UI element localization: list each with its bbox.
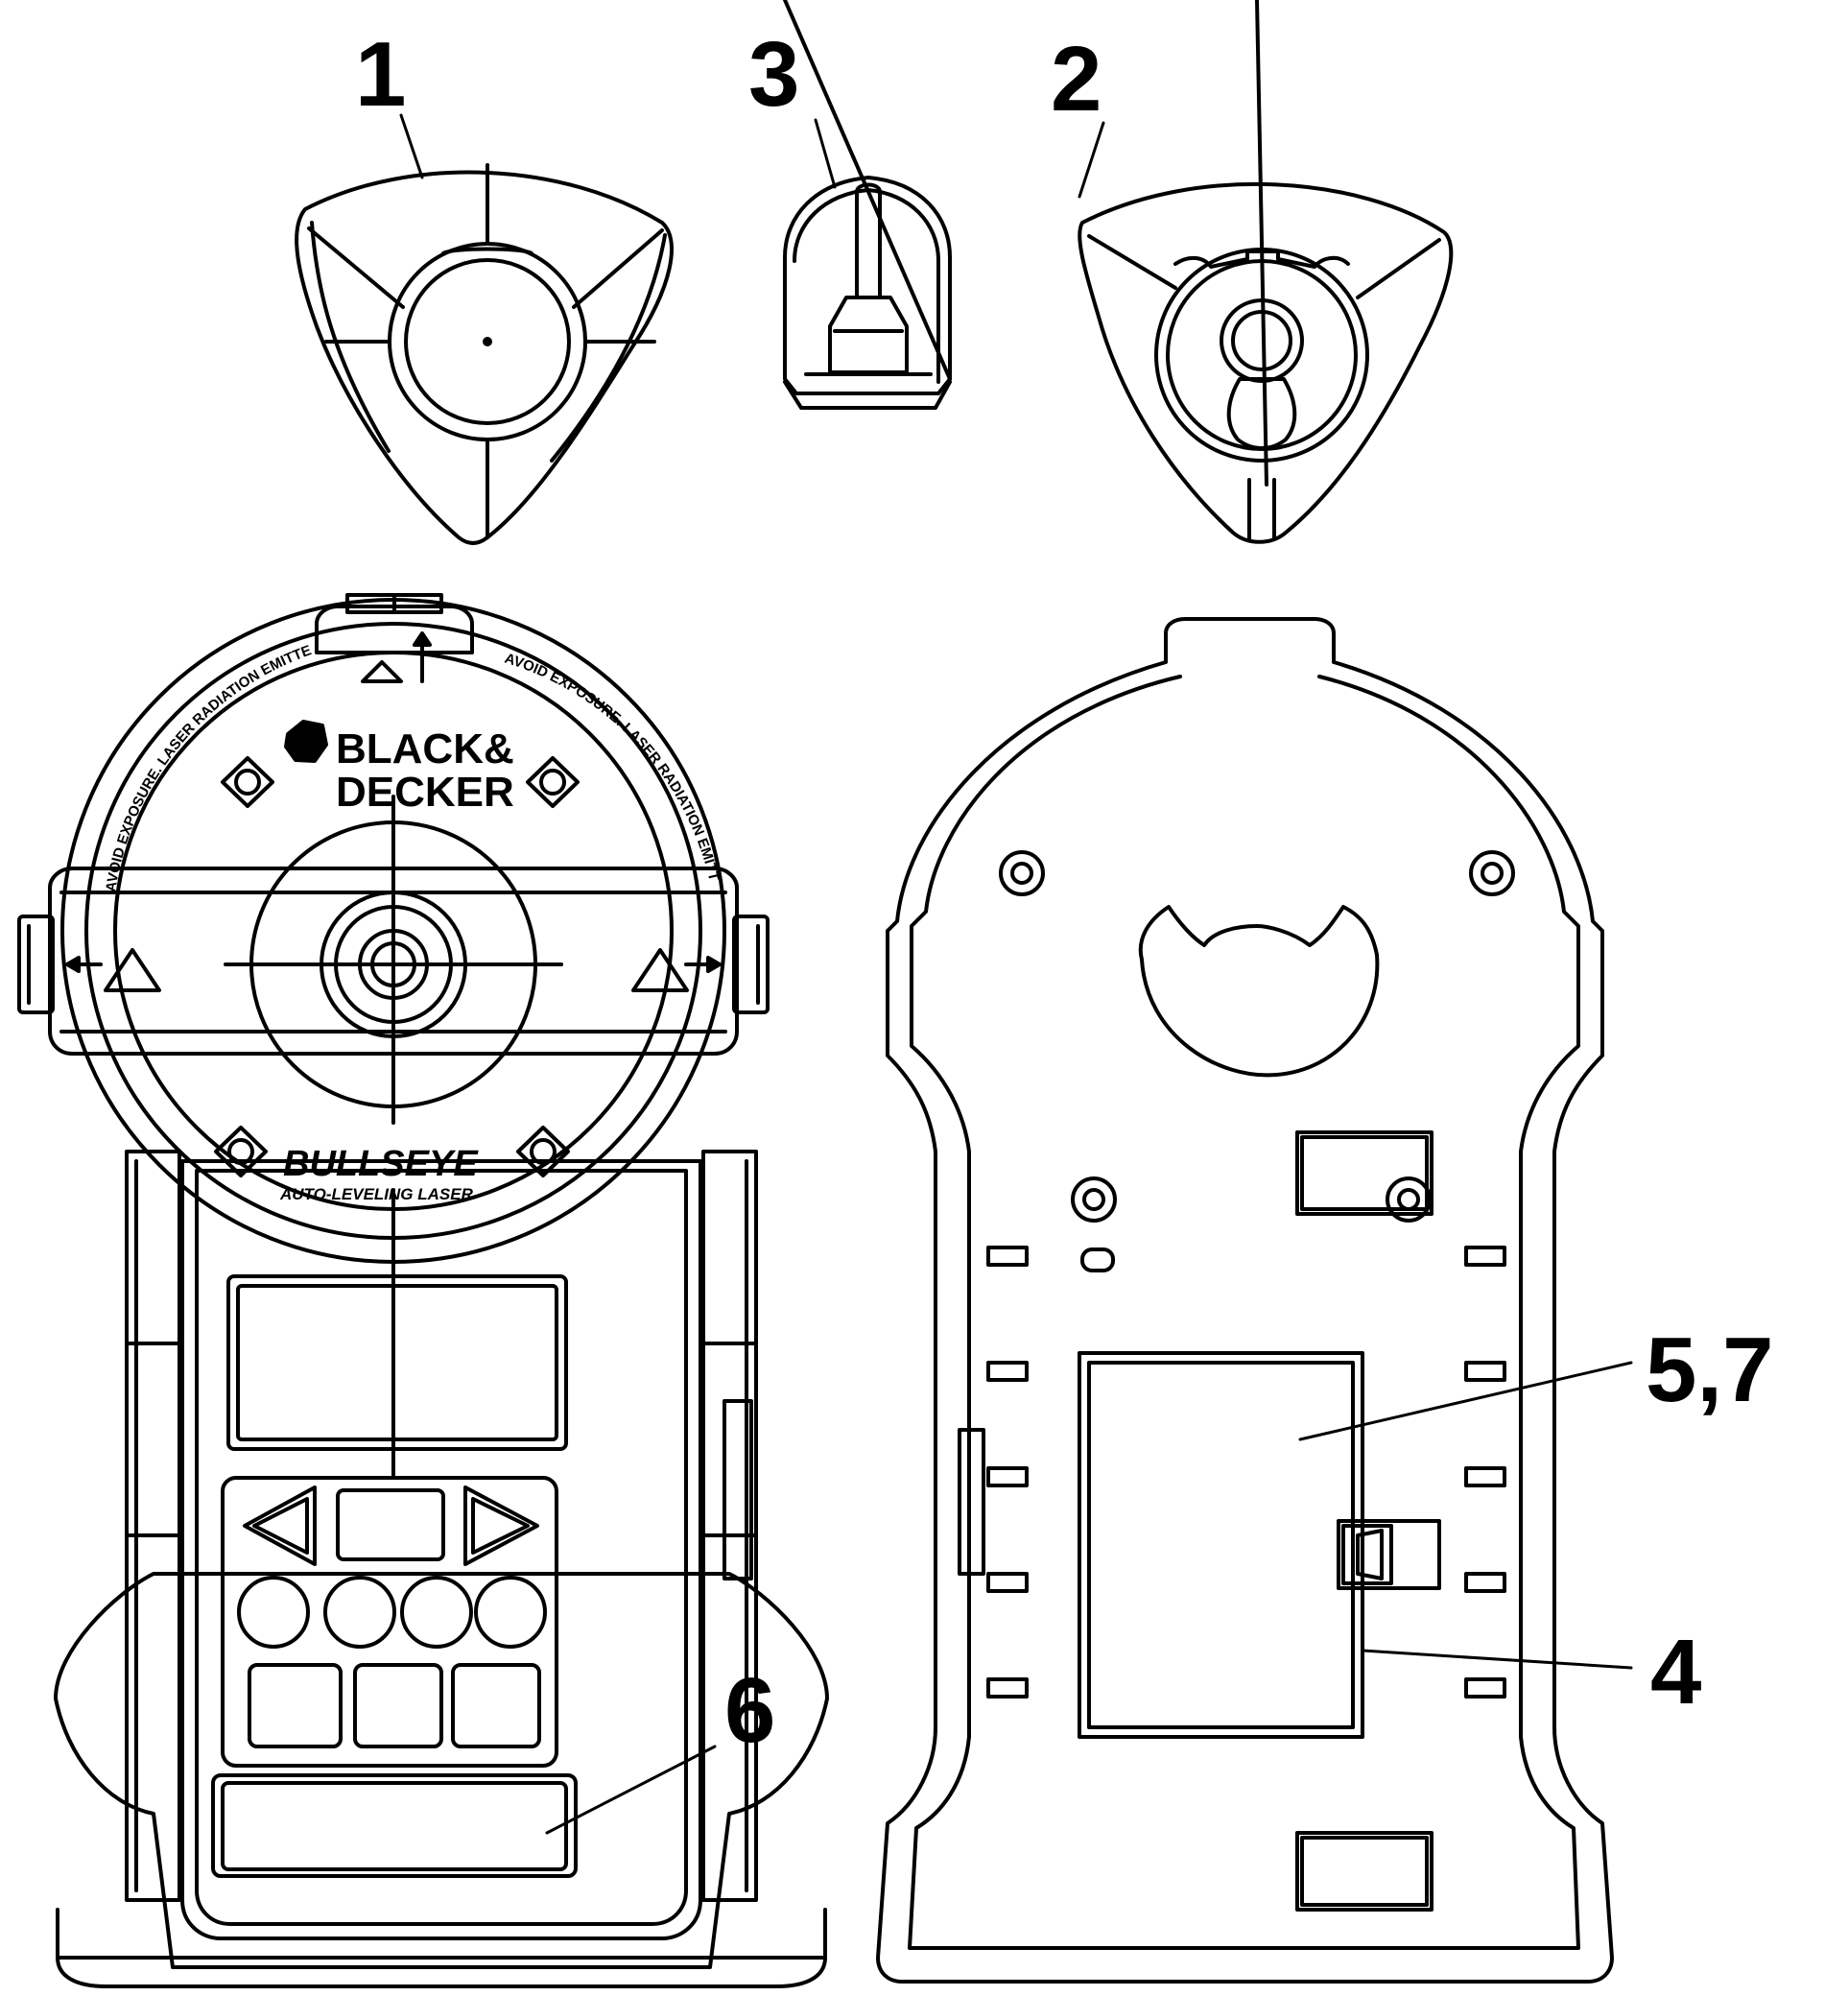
laser-level-front-view: BLACK& DECKER BULLSEYE AUTO-LEVELING LAS… [0, 0, 829, 1988]
brand-line-1: BLACK& [336, 725, 514, 772]
callout-3: 3 [748, 23, 799, 126]
laser-level-rear-view [876, 617, 1614, 1984]
product-subtitle: AUTO-LEVELING LASER [279, 1185, 474, 1203]
part-3-clip [783, 0, 952, 410]
warning-text-left: AVOID EXPOSURE. LASER RADIATION EMITTED … [0, 0, 314, 893]
front-screw-icons [214, 756, 580, 1177]
product-name: BULLSEYE [283, 1144, 479, 1184]
callout-2: 2 [1051, 28, 1102, 131]
part-1-target-mount [295, 163, 674, 545]
callout-1: 1 [355, 23, 406, 126]
black-decker-logo-icon [284, 720, 328, 763]
callout-5-7: 5,7 [1646, 1319, 1773, 1421]
callout-labels: 1 3 2 5,7 4 6 [355, 23, 1773, 1762]
callout-6: 6 [724, 1659, 775, 1762]
brand-line-2: DECKER [336, 769, 514, 816]
callout-4: 4 [1650, 1621, 1701, 1723]
part-2-wall-mount [1078, 0, 1454, 544]
callout-leader-lines [399, 113, 1633, 1835]
rear-screw-icons [999, 850, 1515, 1223]
